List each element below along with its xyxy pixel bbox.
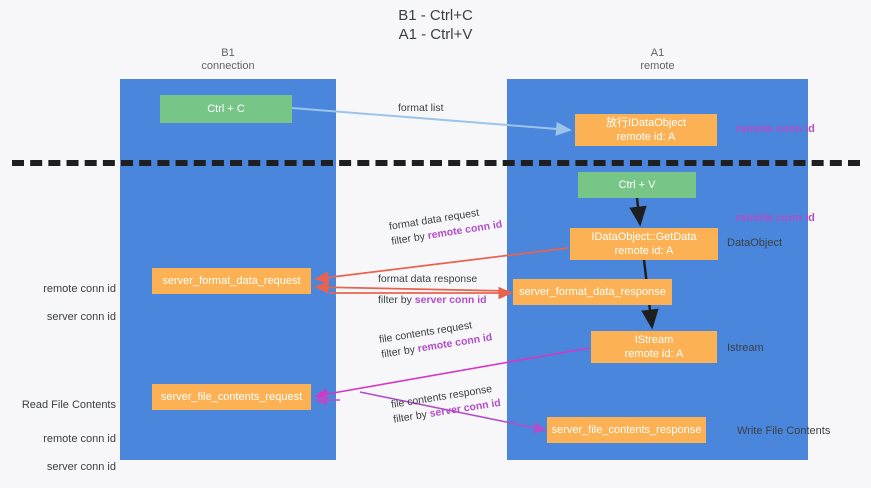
left-label-server-conn-id-2: server conn id (46, 461, 116, 473)
fdresp-filter-key: server conn id (414, 294, 487, 306)
lane-header-b1: B1 connection (201, 47, 255, 72)
fdresp-filter-prefix: filter by (378, 294, 415, 306)
box-ctrl-v[interactable]: Ctrl + V (578, 172, 696, 198)
edge-label-format-data-response: format data response filter by server co… (378, 272, 487, 308)
label-dataobject: DataObject (727, 237, 783, 249)
edge-label-fdresp-text: format data response (378, 273, 478, 285)
left-label-group-1: remote conn id server conn id (8, 268, 116, 338)
edge-label-fdresp-filter: filter by server conn id (378, 293, 487, 308)
left-label-server-conn-id-1: server conn id (46, 311, 116, 323)
label-remote-conn-id-mid: remote conn id (736, 212, 815, 224)
box-server-file-contents-response[interactable]: server_file_contents_response (547, 417, 706, 443)
lane-header-a1: A1 remote (640, 47, 675, 72)
label-remote-conn-id-top: remote conn id (736, 123, 815, 135)
edge-label-format-data-request: format data request filter by remote con… (388, 202, 503, 249)
box-ctrl-c[interactable]: Ctrl + C (160, 95, 292, 123)
edge-label-format-list: format list (398, 101, 444, 116)
edge-label-file-contents-request: file contents request filter by remote c… (378, 315, 493, 362)
box-server-file-contents-request[interactable]: server_file_contents_request (152, 384, 311, 410)
left-label-read-file-contents: Read File Contents (21, 399, 116, 411)
diagram-canvas: B1 - Ctrl+C A1 - Ctrl+V B1 connection A1… (8, 7, 860, 473)
edge-label-format-list-text: format list (398, 102, 444, 114)
box-server-format-data-response[interactable]: server_format_data_response (513, 279, 672, 305)
phase-divider (12, 160, 860, 166)
diagram-title: B1 - Ctrl+C A1 - Ctrl+V (398, 7, 473, 43)
left-label-group-2: Read File Contents remote conn id server… (8, 384, 116, 488)
box-idataobject[interactable]: 放行IDataObject remote id: A (575, 114, 717, 146)
box-idataobject-getdata[interactable]: IDataObject::GetData remote id: A (570, 228, 718, 260)
edge-label-file-contents-response: file contents response filter by server … (390, 381, 502, 428)
left-label-remote-conn-id-1: remote conn id (43, 283, 116, 295)
label-write-file-contents: Write File Contents (737, 425, 831, 437)
box-istream[interactable]: IStream remote id: A (591, 331, 717, 363)
box-server-format-data-request[interactable]: server_format_data_request (152, 268, 311, 294)
left-label-remote-conn-id-2: remote conn id (43, 433, 116, 445)
label-istream: Istream (727, 342, 764, 354)
